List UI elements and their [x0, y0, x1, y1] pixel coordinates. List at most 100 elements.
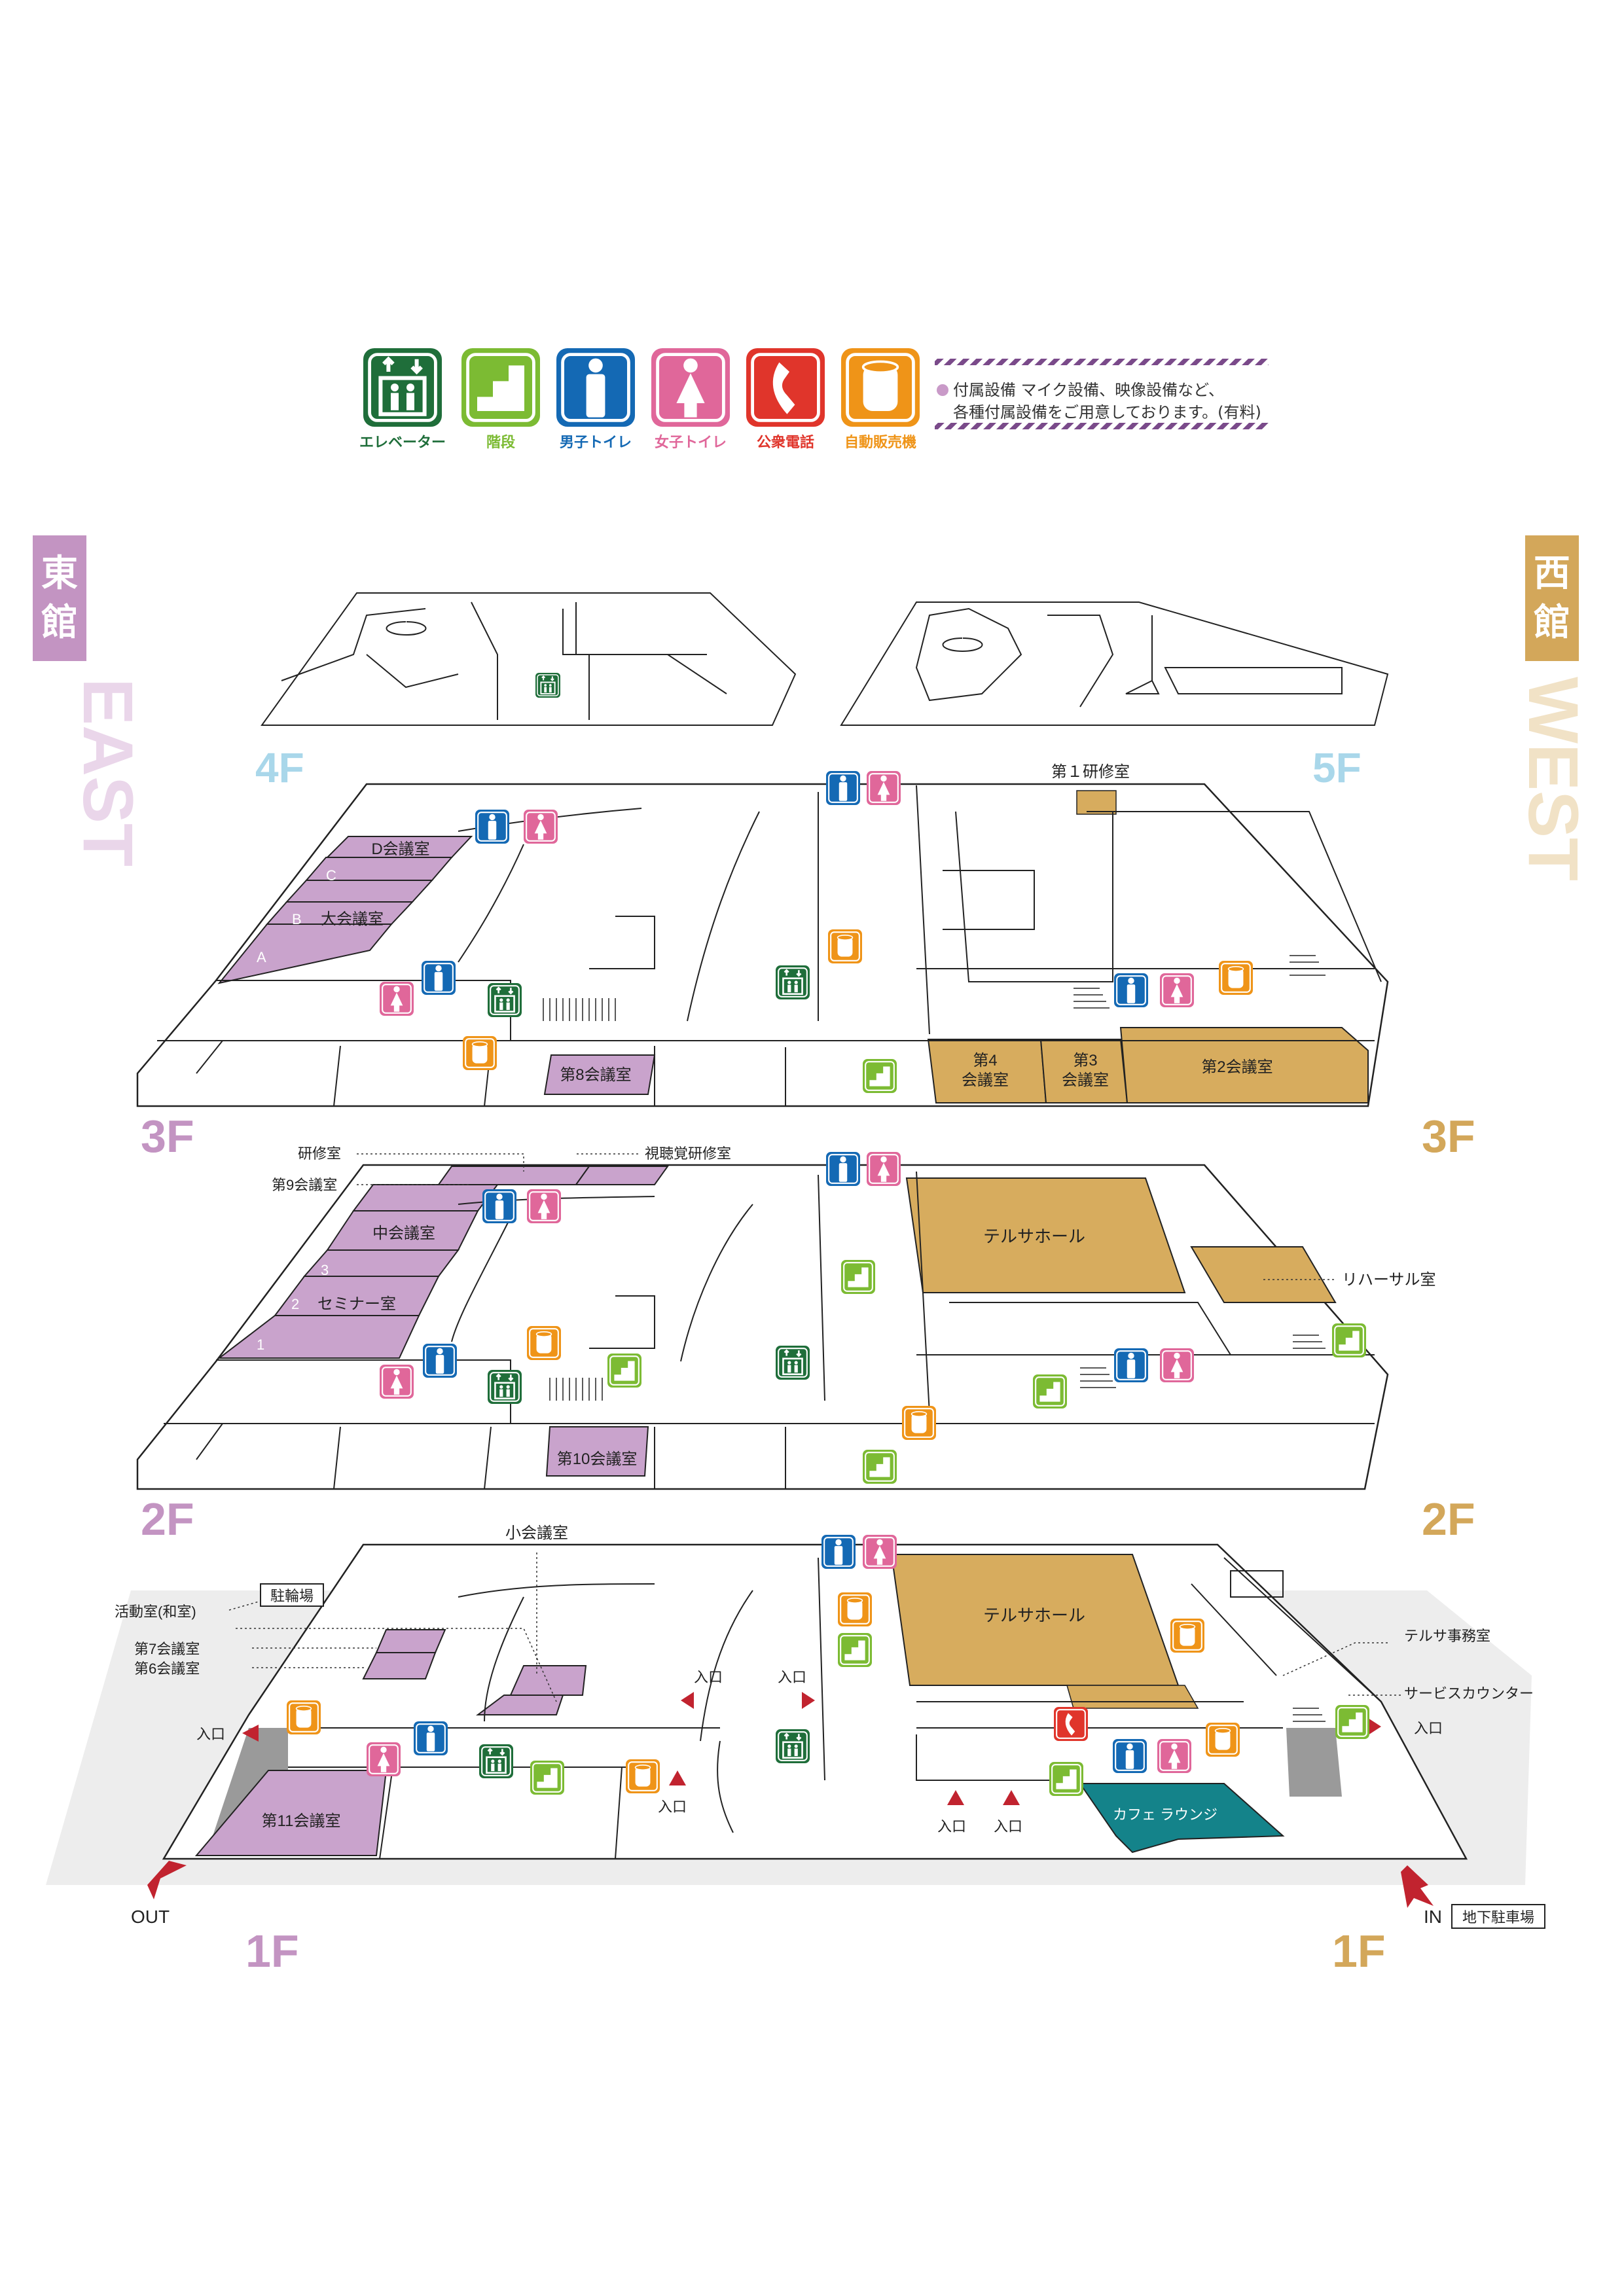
- map-women-icon-3: [867, 771, 901, 805]
- floor-label-2f-west: 2F: [1422, 1494, 1475, 1545]
- east-english: EAST: [69, 678, 148, 867]
- label-1f-bike: 駐輪場: [270, 1588, 314, 1604]
- legend-stripe-bottom: [935, 423, 1269, 429]
- label-entrance-west: 入口: [196, 1726, 225, 1742]
- map-text-labels: 第１研修室 D会議室 C B A 大会議室 第8会議室 第4 会議室 第3 会議…: [115, 744, 1545, 1977]
- map-stairs-icon-45: [530, 1761, 564, 1795]
- legend-label-women: 女子トイレ: [655, 434, 727, 450]
- label-1f-hall: テルサホール: [983, 1605, 1085, 1625]
- map-women-icon-29: [1160, 1348, 1194, 1382]
- map-stairs-icon-27: [1332, 1323, 1366, 1357]
- label-3f-b: B: [292, 911, 302, 927]
- label-2f-kenshu: 研修室: [298, 1145, 341, 1162]
- label-entrance-south: 入口: [658, 1799, 687, 1815]
- label-3f-d: D会議室: [371, 840, 429, 858]
- label-3f-dai2: 第2会議室: [1201, 1058, 1272, 1076]
- room-1f-cafe: [1079, 1783, 1285, 1854]
- men-restroom-icon: [556, 348, 635, 427]
- label-3f-dai8: 第8会議室: [560, 1066, 631, 1084]
- label-2f-seminar: セミナー室: [317, 1295, 396, 1313]
- entrance-arrow-hall-left: [681, 1692, 694, 1709]
- stairs-icon: [461, 348, 540, 427]
- map-stairs-icon-50: [1049, 1762, 1083, 1796]
- out-arrow: [147, 1861, 187, 1899]
- bike-box: [260, 1583, 324, 1607]
- map-women-icon-34: [863, 1535, 897, 1569]
- entrance-arrow-west-1f: [242, 1725, 259, 1742]
- map-men-icon-18: [482, 1189, 516, 1223]
- entrance-arrow-south-2: [1003, 1790, 1020, 1805]
- label-3f-dai: 大会議室: [321, 910, 384, 928]
- west-kanji-2: 館: [1534, 601, 1570, 644]
- legend-note-line1: 付属設備 マイク設備、映像設備など、: [953, 381, 1224, 399]
- label-2f-dai9: 第9会議室: [272, 1177, 337, 1193]
- label-3f-dai4-a: 第4: [973, 1052, 997, 1069]
- west-kanji-1: 西: [1534, 552, 1570, 595]
- room-1f-sho: [509, 1665, 587, 1696]
- map-stairs-icon-40: [1335, 1705, 1369, 1739]
- east-kanji-2: 館: [41, 601, 78, 644]
- label-2f-naka: 中会議室: [372, 1225, 435, 1242]
- label-out: OUT: [131, 1907, 170, 1927]
- label-3f-a: A: [257, 949, 266, 965]
- west-label-box: [1525, 535, 1579, 661]
- room-2f-dai10: [545, 1426, 649, 1477]
- room-2f-shichokaku: [575, 1166, 669, 1185]
- map-vending-icon-10: [1219, 961, 1253, 995]
- map-vending-icon-31: [902, 1406, 936, 1440]
- map-vending-icon-35: [838, 1592, 872, 1626]
- map-stairs-icon-36: [838, 1633, 872, 1667]
- legend-label-men: 男子トイレ: [560, 434, 632, 450]
- map-men-icon-47: [1113, 1739, 1147, 1773]
- map-women-icon-19: [527, 1189, 561, 1223]
- map-women-icon-17: [867, 1152, 901, 1186]
- legend-label-elevator: エレベーター: [359, 434, 446, 450]
- map-vending-icon-41: [287, 1700, 321, 1734]
- map-women-icon-25: [380, 1365, 414, 1399]
- map-vending-icon-6: [828, 929, 862, 963]
- east-building-label: 東 館 EAST: [33, 535, 148, 867]
- label-1f-cafe: カフェ ラウンジ: [1113, 1806, 1218, 1823]
- map-elevator-icon-26: [488, 1370, 522, 1404]
- map-vending-icon-21: [527, 1326, 561, 1360]
- map-phone-icon-39: [1054, 1707, 1088, 1741]
- west-building-label: 西 館 WEST: [1514, 535, 1593, 881]
- room-2f-rehearsal: [1190, 1246, 1337, 1303]
- map-vending-icon-49: [1206, 1723, 1240, 1757]
- label-2f-rehearsal: リハーサル室: [1342, 1271, 1436, 1289]
- map-women-icon-42: [367, 1742, 401, 1776]
- label-1f-katsudo: 活動室(和室): [115, 1604, 196, 1620]
- label-3f-dai3-b: 会議室: [1062, 1071, 1109, 1089]
- map-men-icon-2: [826, 771, 860, 805]
- entrance-arrow-hall-right: [802, 1692, 815, 1709]
- map-men-icon-16: [826, 1152, 860, 1186]
- label-in: IN: [1424, 1907, 1442, 1927]
- label-entrance-south-2: 入口: [994, 1818, 1022, 1835]
- legend-note-line2: 各種付属設備をご用意しております。(有料): [953, 403, 1261, 422]
- floor-label-2f-east: 2F: [141, 1494, 194, 1545]
- floor-5f-plan: [840, 601, 1389, 726]
- label-1f-office: テルサ事務室: [1404, 1628, 1490, 1644]
- label-3f-dai4-b: 会議室: [962, 1071, 1009, 1089]
- label-3f-dai3-a: 第3: [1073, 1052, 1097, 1069]
- parking-box: [1451, 1904, 1545, 1929]
- entrance-arrow-south-left: [669, 1770, 686, 1785]
- vending-machine-icon: [841, 348, 920, 427]
- label-2f-2: 2: [291, 1296, 299, 1312]
- map-men-icon-43: [414, 1721, 448, 1755]
- map-elevator-icon-7: [776, 965, 810, 999]
- west-english: WEST: [1514, 677, 1593, 881]
- map-vending-icon-14: [463, 1036, 497, 1070]
- map-men-icon-33: [821, 1535, 856, 1569]
- leader-lines: [228, 1153, 1401, 1702]
- map-men-icon-28: [1114, 1348, 1148, 1382]
- women-restroom-icon: [651, 348, 730, 427]
- label-2f-1: 1: [257, 1336, 264, 1353]
- label-entrance-hall-left: 入口: [694, 1669, 723, 1685]
- floor-label-1f-east: 1F: [245, 1926, 299, 1977]
- legend-label-vending: 自動販売機: [844, 434, 916, 450]
- map-men-icon-24: [423, 1344, 457, 1378]
- floor-label-4f: 4F: [255, 744, 304, 791]
